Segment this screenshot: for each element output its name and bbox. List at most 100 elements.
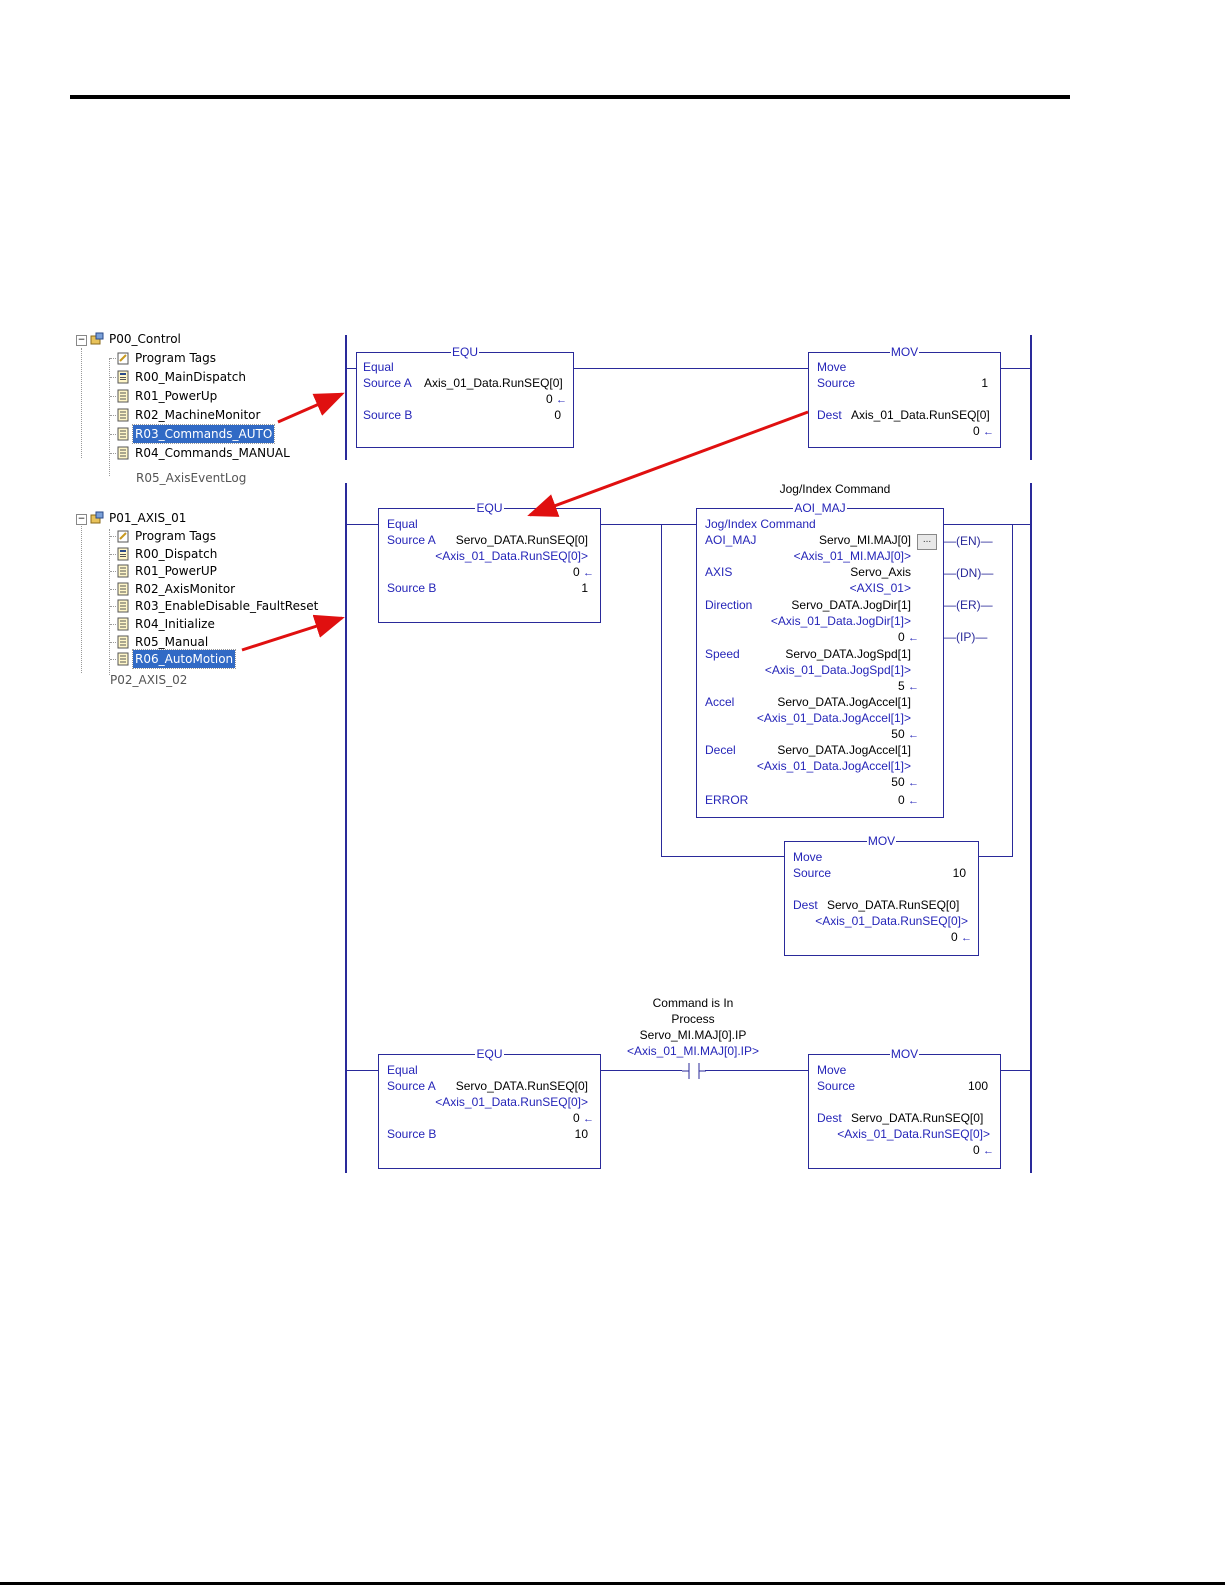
tree-item-r01-powerup[interactable]: R01_PowerUp [116,387,219,405]
aoi-param-value: 50 ← [891,775,919,789]
aoi-param-tag[interactable]: Servo_DATA.JogAccel[1] [777,743,911,757]
mov-instruction[interactable]: MOV Move Source 10 Dest Servo_DATA.RunSE… [784,834,979,956]
tree-item-r02-machinemonitor[interactable]: R02_MachineMonitor [116,406,262,424]
tree-expander-collapse[interactable]: − [76,514,87,525]
mov-source-value[interactable]: 1 [981,376,988,390]
aoi-param-label: Speed [705,647,740,661]
ladder-routine-icon [117,389,129,403]
coil-en[interactable]: —(EN)— [944,534,993,548]
aoi-param-alias: <Axis_01_MI.MAJ[0]> [793,549,911,563]
equ-instruction[interactable]: EQU Equal Source A Servo_DATA.RunSEQ[0] … [378,1047,601,1169]
source-b-value[interactable]: 0 [554,408,561,422]
aoi-caption: Jog/Index Command [779,482,891,496]
ladder-routine-icon [117,617,129,631]
source-a-tag[interactable]: Axis_01_Data.RunSEQ[0] [424,376,563,390]
mov-dest-tag[interactable]: Axis_01_Data.RunSEQ[0] [851,408,990,422]
tree-item-program-tags[interactable]: Program Tags [116,349,218,367]
ladder-routine-icon [117,564,129,578]
aoi-error-value: 0 ← [897,793,919,807]
mov-source-value[interactable]: 10 [952,866,966,880]
xic-contact[interactable] [680,1061,708,1081]
right-power-rail [1030,483,1032,1173]
left-power-rail [345,483,347,1173]
program-folder-icon [90,332,104,345]
ellipsis-button[interactable]: ... [917,534,937,550]
source-a-value: 0 ← [545,392,567,406]
source-a-tag[interactable]: Servo_DATA.RunSEQ[0] [455,533,588,547]
ladder-routine-icon [117,582,129,596]
mov-dest-value: 0 ← [972,424,994,438]
source-a-alias: <Axis_01_Data.RunSEQ[0]> [435,1095,588,1109]
mov-dest-value: 0 ← [950,930,972,944]
contact-description: Command is In Process Servo_MI.MAJ[0].IP… [626,996,760,1058]
tree-item-r02-axismonitor[interactable]: R02_AxisMonitor [116,580,237,598]
tree-program-p00[interactable]: P00_Control [90,330,183,348]
right-power-rail [1030,335,1032,460]
source-a-alias: <Axis_01_Data.RunSEQ[0]> [435,549,588,563]
arrow-r03-to-rung [277,392,345,424]
ladder-routine-icon [117,446,129,460]
aoi-param-alias: <Axis_01_Data.JogAccel[1]> [756,711,911,725]
aoi-param-alias: <Axis_01_Data.JogAccel[1]> [756,759,911,773]
aoi-param-label: AXIS [705,565,733,579]
source-b-value[interactable]: 1 [581,581,588,595]
aoi-param-alias: <AXIS_01> [849,581,911,595]
aoi-param-label: AOI_MAJ [705,533,757,547]
aoi-param-value: 0 ← [897,630,919,644]
ladder-routine-icon [117,599,129,613]
arrow-r06-to-rung [241,614,345,652]
mov-dest-alias: <Axis_01_Data.RunSEQ[0]> [815,914,968,928]
mov-dest-alias: <Axis_01_Data.RunSEQ[0]> [837,1127,990,1141]
left-power-rail [345,335,347,460]
aoi-param-label: Direction [705,598,753,612]
tree-item-r00-maindispatch[interactable]: R00_MainDispatch [116,368,248,386]
program-folder-icon [90,511,104,524]
source-b-value[interactable]: 10 [574,1127,588,1141]
aoi-param-value: 50 ← [891,727,919,741]
source-a-tag[interactable]: Servo_DATA.RunSEQ[0] [455,1079,588,1093]
aoi-param-tag[interactable]: Servo_Axis [850,565,911,579]
tree-expander-collapse[interactable]: − [76,335,87,346]
aoi-param-label: Accel [705,695,735,709]
mov-dest-value: 0 ← [972,1143,994,1157]
aoi-param-tag[interactable]: Servo_MI.MAJ[0] [818,533,911,547]
tree-item-r04-commands-manual[interactable]: R04_Commands_MANUAL [116,444,292,462]
main-routine-icon [117,547,129,561]
mov-instruction[interactable]: MOV Move Source 100 Dest Servo_DATA.RunS… [808,1047,1001,1169]
mov-dest-tag[interactable]: Servo_DATA.RunSEQ[0] [827,898,960,912]
tree-item-r03-enabledisable-faultreset[interactable]: R03_EnableDisable_FaultReset [116,597,320,615]
aoi-param-tag[interactable]: Servo_DATA.JogSpd[1] [785,647,911,661]
aoi-param-tag[interactable]: Servo_DATA.JogDir[1] [791,598,911,612]
coil-dn[interactable]: —(DN)— [944,566,994,580]
mov-source-value[interactable]: 100 [967,1079,988,1093]
tree-item-r01-powerup[interactable]: R01_PowerUP [116,562,219,580]
program-tags-icon [117,530,129,543]
footer-rule [0,1582,1225,1585]
equ-instruction[interactable]: EQU Equal Source A Axis_01_Data.RunSEQ[0… [356,345,574,448]
ladder-routine-icon [117,652,129,666]
tree-program-p01[interactable]: P01_AXIS_01 [90,509,188,527]
aoi-param-tag[interactable]: Servo_DATA.JogAccel[1] [777,695,911,709]
tree-item-r06-automotion[interactable]: R06_AutoMotion [116,649,237,670]
coil-ip[interactable]: —(IP)— [944,630,988,644]
mov-dest-tag[interactable]: Servo_DATA.RunSEQ[0] [851,1111,984,1125]
equ-instruction[interactable]: EQU Equal Source A Servo_DATA.RunSEQ[0] … [378,501,601,623]
ladder-routine-icon [117,408,129,422]
coil-er[interactable]: —(ER)— [944,598,993,612]
source-a-value: 0 ← [572,565,594,579]
header-rule [70,95,1070,99]
aoi-param-value: 5 ← [897,679,919,693]
aoi-param-label: Decel [705,743,736,757]
tree-item-r04-initialize[interactable]: R04_Initialize [116,615,217,633]
mov-instruction[interactable]: MOV Move Source 1 Dest Axis_01_Data.RunS… [808,345,1001,448]
tree-item-program-tags[interactable]: Program Tags [116,527,218,545]
aoi-param-alias: <Axis_01_Data.JogSpd[1]> [764,663,911,677]
tree-item-r00-dispatch[interactable]: R00_Dispatch [116,545,219,563]
tree-item-r03-commands-auto[interactable]: R03_Commands_AUTO [116,424,276,444]
tree-item-r05-manual[interactable]: R05_Manual [116,633,210,651]
ladder-routine-icon [117,635,129,649]
